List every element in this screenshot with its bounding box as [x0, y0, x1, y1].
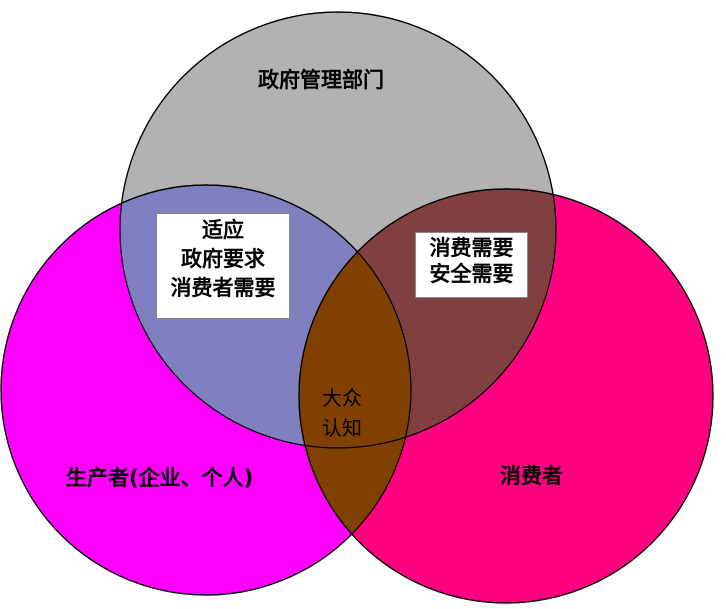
overlap-text-line: 消费需要: [429, 236, 514, 260]
consumer-label: 消费者: [500, 464, 563, 488]
government-consumer-textbox: 消费需要 安全需要: [415, 232, 528, 298]
overlap-text-line: 消费者需要: [170, 276, 276, 300]
overlap-text-line: 认知: [322, 416, 362, 440]
government-producer-textbox: 适应 政府要求 消费者需要: [156, 213, 290, 319]
overlap-text-line: 适应: [202, 218, 244, 242]
producer-label: 生产者(企业、个人): [66, 466, 254, 490]
overlap-text-line: 大众: [322, 386, 362, 410]
government-label: 政府管理部门: [258, 68, 384, 92]
producer-consumer-text: 大众 认知: [312, 383, 372, 443]
overlap-text-line: 安全需要: [429, 262, 514, 286]
overlap-text-line: 政府要求: [181, 247, 265, 271]
